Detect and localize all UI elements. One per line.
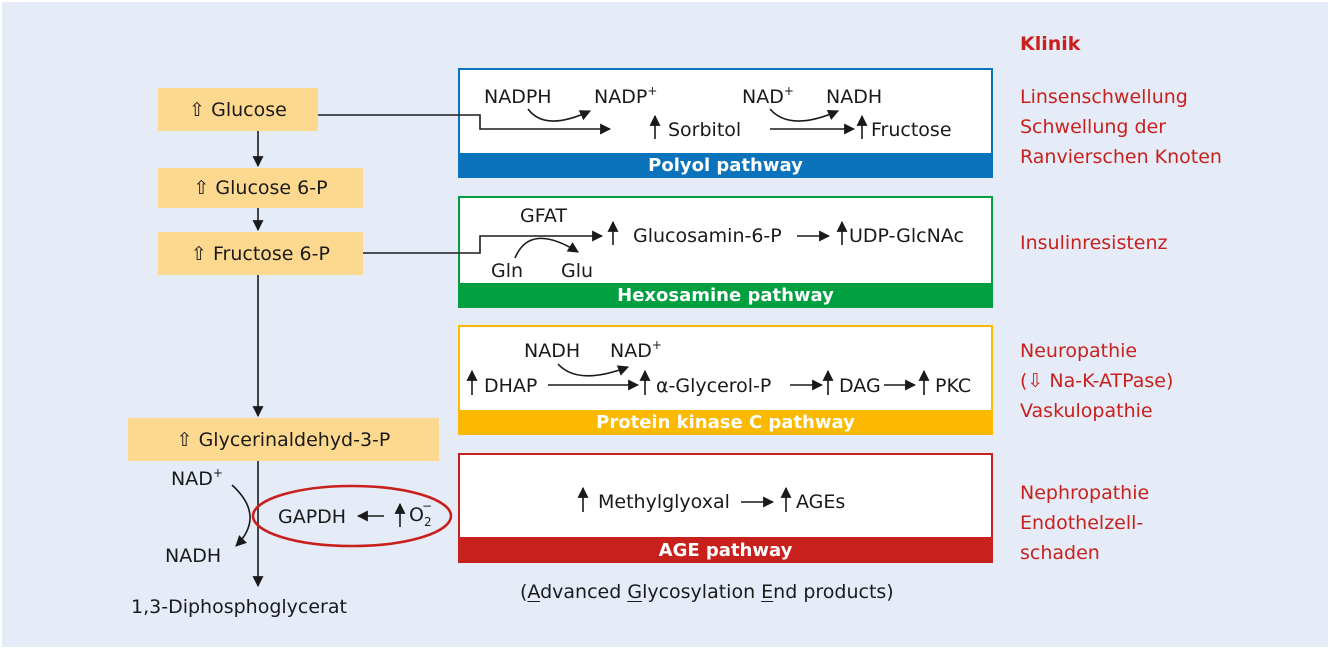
polyol-pathway-label: Polyol pathway xyxy=(458,153,993,178)
glycerinaldehyd-3p-box: ⇧ Glycerinaldehyd-3-P xyxy=(128,418,439,461)
polyol-sorbitol: Sorbitol xyxy=(668,119,742,141)
glycolysis-nadh: NADH xyxy=(165,545,222,567)
line-f6p-to-hexosamine xyxy=(363,230,604,254)
hexosamine-glucosamin-6p: Glucosamin-6-P xyxy=(633,225,782,247)
hexosamine-gfat: GFAT xyxy=(520,205,568,227)
gapdh-label: GAPDH xyxy=(278,506,347,528)
arc-gln-to-glu xyxy=(514,237,579,259)
hexosamine-pathway-label: Hexosamine pathway xyxy=(458,283,993,308)
polyol-nadph: NADPH xyxy=(484,86,552,108)
pkc-dhap: DHAP xyxy=(484,375,538,397)
polyol-fructose: Fructose xyxy=(871,119,952,141)
clinic-polyol-3: Ranvierschen Knoten xyxy=(1020,146,1222,168)
clinic-polyol-2: Schwellung der xyxy=(1020,116,1167,138)
clinic-hexosamine-1: Insulinresistenz xyxy=(1020,232,1168,254)
age-ages: AGEs xyxy=(796,491,846,513)
arc-nadh-to-nad-pkc xyxy=(557,363,630,377)
clinic-age-1: Nephropathie xyxy=(1020,482,1150,504)
polyol-nadp-plus: NADP+ xyxy=(594,84,658,108)
glucose-box: ⇧ Glucose xyxy=(158,88,318,131)
fructose-6p-box: ⇧ Fructose 6-P xyxy=(158,232,363,275)
glucose-6p-box: ⇧ Glucose 6-P xyxy=(158,168,363,208)
pkc-nadh: NADH xyxy=(524,340,581,362)
hexosamine-glu: Glu xyxy=(561,260,594,282)
arc-nad-to-nadh xyxy=(769,108,840,122)
arc-nad-to-nadh-gapdh xyxy=(231,484,251,547)
clinic-pkc-2: (⇩ Na-K-ATPase) xyxy=(1020,370,1174,392)
clinic-polyol-1: Linsenschwellung xyxy=(1020,86,1188,108)
line-glucose-to-polyol xyxy=(318,114,612,135)
age-pathway-label: AGE pathway xyxy=(458,537,993,563)
arc-nadph-to-nadp xyxy=(527,108,591,122)
pkc-pkc: PKC xyxy=(935,375,972,397)
pkc-nad-plus: NAD+ xyxy=(610,338,662,362)
clinic-pkc-3: Vaskulopathie xyxy=(1020,400,1153,422)
clinic-heading: Klinik xyxy=(1020,33,1081,55)
age-methylglyoxal: Methylglyoxal xyxy=(598,491,730,513)
clinic-age-2: Endothelzell- xyxy=(1020,512,1144,534)
diphosphoglycerat-label: 1,3-Diphosphoglycerat xyxy=(131,596,347,618)
hexosamine-udp-glcnac: UDP-GlcNAc xyxy=(849,225,964,247)
clinic-age-3: schaden xyxy=(1020,542,1100,564)
pkc-alpha-glycerol-p: α-Glycerol-P xyxy=(656,375,772,397)
polyol-nad-plus: NAD+ xyxy=(742,84,794,108)
gapdh-ellipse xyxy=(251,484,453,548)
superoxide-label: O2− xyxy=(409,499,433,529)
polyol-nadh: NADH xyxy=(826,86,883,108)
clinic-pkc-1: Neuropathie xyxy=(1020,340,1138,362)
age-footnote: (Advanced Glycosylation End products) xyxy=(520,581,894,603)
pkc-dag: DAG xyxy=(839,375,881,397)
hexosamine-gln: Gln xyxy=(491,260,524,282)
glycolysis-nad-plus: NAD+ xyxy=(171,466,223,490)
pkc-pathway-label: Protein kinase C pathway xyxy=(458,410,993,435)
